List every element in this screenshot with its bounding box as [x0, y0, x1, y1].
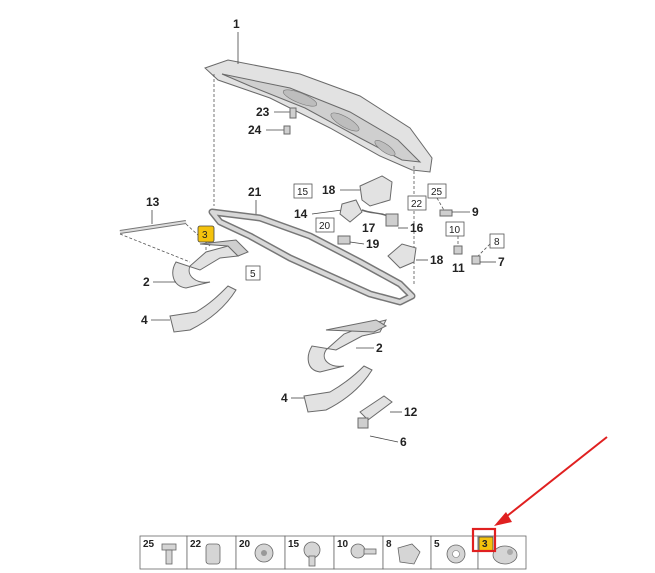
left-hinge-part[interactable] [172, 239, 249, 289]
ref-box-10[interactable]: 10 [445, 221, 465, 237]
parts-strip: 25 22 20 15 [139, 527, 527, 570]
ref-box-22[interactable]: 22 [407, 195, 427, 211]
callout-18-bottom: 18 [430, 253, 444, 267]
strip-item-5[interactable]: 5 [430, 535, 479, 570]
svg-text:10: 10 [337, 539, 349, 550]
callout-6: 6 [400, 435, 407, 449]
svg-text:8: 8 [494, 237, 500, 248]
strip-item-20[interactable]: 20 [235, 535, 286, 570]
callout-11: 11 [452, 261, 465, 275]
right-hinge-part[interactable] [307, 319, 388, 373]
svg-text:25: 25 [143, 539, 155, 550]
callout-1: 1 [233, 17, 240, 31]
nut-icon [446, 544, 466, 564]
svg-text:8: 8 [386, 539, 392, 550]
svg-text:3: 3 [482, 539, 488, 550]
callout-14: 14 [294, 207, 308, 221]
strip-item-22[interactable]: 22 [186, 535, 237, 570]
gas-strut-part[interactable] [119, 220, 187, 234]
strip-item-10[interactable]: 10 [333, 535, 384, 570]
clip-part[interactable] [337, 235, 351, 245]
callout-7: 7 [498, 255, 505, 269]
left-hinge-cover-part[interactable] [169, 285, 237, 333]
callout-4-left: 4 [141, 313, 148, 327]
small-screw-part[interactable] [283, 107, 297, 135]
ref-box-5[interactable]: 5 [245, 265, 261, 281]
bolt-part[interactable] [439, 209, 453, 217]
bolt-icon [161, 543, 177, 565]
pointer-arrow [494, 436, 608, 526]
strip-item-8[interactable]: 8 [382, 535, 432, 570]
screw-part-11[interactable] [453, 245, 463, 255]
callout-17: 17 [362, 221, 376, 235]
svg-text:5: 5 [250, 269, 256, 280]
ref-box-15[interactable]: 15 [293, 183, 313, 199]
callout-12: 12 [404, 405, 418, 419]
ref-box-8[interactable]: 8 [489, 233, 505, 249]
callout-19: 19 [366, 237, 380, 251]
callout-2-left: 2 [143, 275, 150, 289]
striker-part[interactable] [387, 243, 417, 269]
strip-item-15[interactable]: 15 [284, 535, 335, 570]
screw-icon [254, 543, 274, 563]
screw-icon [350, 543, 377, 559]
callout-16: 16 [410, 221, 424, 235]
latch-part[interactable] [339, 199, 399, 227]
callout-21: 21 [248, 185, 262, 199]
callout-24: 24 [248, 123, 262, 137]
right-hinge-cover-part[interactable] [303, 365, 373, 413]
svg-text:22: 22 [190, 539, 202, 550]
selection-box [471, 527, 497, 553]
ref-box-20[interactable]: 20 [315, 217, 335, 233]
plug-icon [205, 543, 221, 565]
callout-9: 9 [472, 205, 479, 219]
svg-text:10: 10 [449, 225, 461, 236]
strip-item-25[interactable]: 25 [139, 535, 188, 570]
lock-cylinder-part[interactable] [359, 175, 393, 207]
rear-lid-panel[interactable] [204, 59, 433, 173]
svg-text:3: 3 [202, 230, 208, 241]
svg-text:15: 15 [288, 539, 300, 550]
clip-icon [397, 543, 421, 565]
strip-item-3[interactable]: 3 [477, 535, 527, 570]
svg-text:20: 20 [239, 539, 251, 550]
screw-part-7[interactable] [471, 255, 481, 265]
callout-13: 13 [146, 195, 160, 209]
ref-box-25[interactable]: 25 [427, 183, 447, 199]
bracket-part[interactable] [357, 395, 393, 429]
callout-4-right: 4 [281, 391, 288, 405]
callout-18-top: 18 [322, 183, 336, 197]
ref-box-3[interactable]: 3 [197, 225, 215, 243]
svg-text:5: 5 [434, 539, 440, 550]
lid-seal-part[interactable] [208, 208, 416, 306]
svg-text:25: 25 [431, 187, 443, 198]
callout-23: 23 [256, 105, 270, 119]
callout-2-right: 2 [376, 341, 383, 355]
svg-text:22: 22 [411, 199, 423, 210]
svg-text:20: 20 [319, 221, 331, 232]
grommet-icon [492, 545, 518, 565]
svg-text:15: 15 [297, 187, 309, 198]
screw-icon [303, 541, 321, 567]
